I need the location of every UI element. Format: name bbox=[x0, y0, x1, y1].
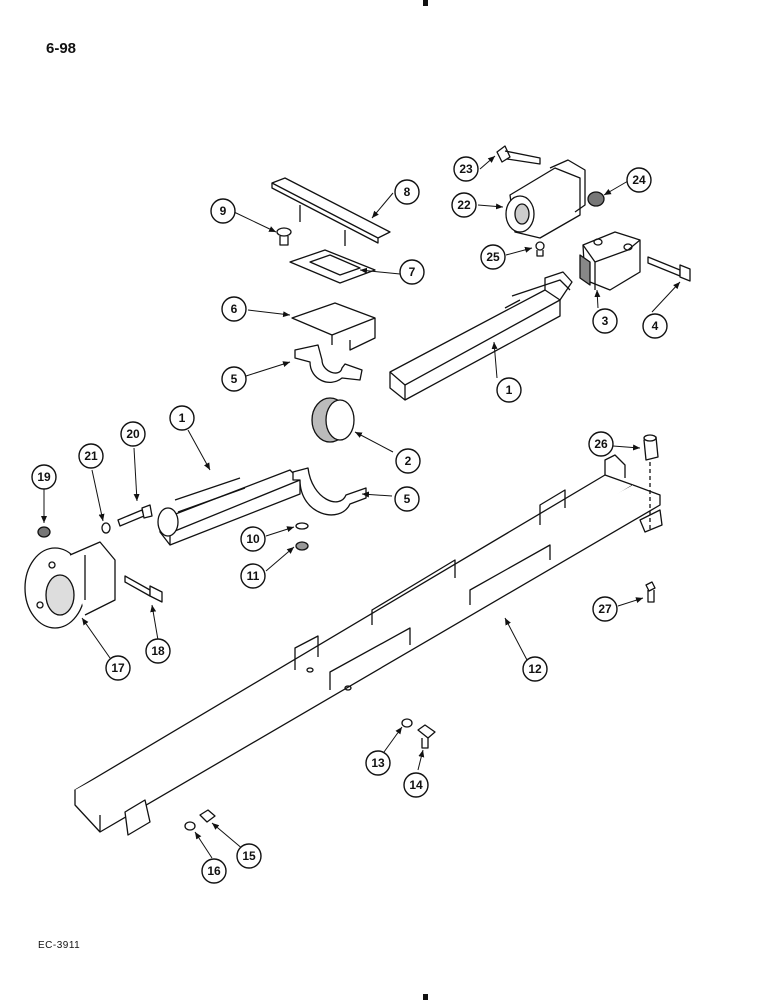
callout-25: 25 bbox=[480, 244, 506, 270]
svg-text:5: 5 bbox=[404, 492, 411, 506]
callout-27: 27 bbox=[592, 596, 618, 622]
bushing bbox=[311, 397, 355, 443]
callout-1a: 1 bbox=[496, 377, 522, 403]
svg-text:18: 18 bbox=[151, 644, 165, 658]
bolt-4 bbox=[647, 256, 691, 282]
callout-23: 23 bbox=[453, 156, 479, 182]
callout-8: 8 bbox=[394, 179, 420, 205]
svg-text:6: 6 bbox=[231, 302, 238, 316]
figure-code: EC-3911 bbox=[38, 940, 81, 951]
callout-26: 26 bbox=[588, 431, 614, 457]
callout-9: 9 bbox=[210, 198, 236, 224]
svg-text:19: 19 bbox=[37, 470, 51, 484]
svg-text:3: 3 bbox=[602, 314, 609, 328]
callout-24: 24 bbox=[626, 167, 652, 193]
nut-24 bbox=[587, 191, 605, 207]
top-plate bbox=[271, 177, 391, 246]
callout-21: 21 bbox=[78, 443, 104, 469]
channel-trough bbox=[74, 454, 663, 836]
svg-text:1: 1 bbox=[179, 411, 186, 425]
svg-text:24: 24 bbox=[632, 173, 646, 187]
bolt-20 bbox=[117, 504, 153, 527]
callout-5a: 5 bbox=[221, 366, 247, 392]
svg-text:12: 12 bbox=[528, 662, 542, 676]
svg-text:20: 20 bbox=[126, 427, 140, 441]
top-edge-mark bbox=[423, 0, 428, 6]
bolt-27 bbox=[645, 581, 656, 603]
u-strap-lower bbox=[292, 467, 367, 516]
svg-text:5: 5 bbox=[231, 372, 238, 386]
clamp-block bbox=[579, 231, 641, 291]
svg-text:11: 11 bbox=[247, 569, 260, 583]
svg-text:7: 7 bbox=[409, 265, 416, 279]
callout-4: 4 bbox=[642, 313, 668, 339]
svg-text:26: 26 bbox=[594, 437, 608, 451]
callout-1b: 1 bbox=[169, 405, 195, 431]
callout-18: 18 bbox=[145, 638, 171, 664]
bolt-18 bbox=[124, 575, 163, 603]
svg-text:10: 10 bbox=[246, 532, 260, 546]
callout-17: 17 bbox=[105, 655, 131, 681]
shaft-lower bbox=[157, 469, 301, 546]
callout-19: 19 bbox=[31, 464, 57, 490]
bottom-edge-mark bbox=[423, 994, 428, 1000]
svg-text:8: 8 bbox=[404, 185, 411, 199]
yoke-22 bbox=[505, 159, 586, 239]
callout-15: 15 bbox=[236, 843, 262, 869]
svg-text:9: 9 bbox=[220, 204, 227, 218]
svg-text:16: 16 bbox=[207, 864, 221, 878]
leader-lines bbox=[41, 155, 681, 859]
bolt-15 bbox=[199, 809, 216, 823]
callout-3: 3 bbox=[592, 308, 618, 334]
callout-14: 14 bbox=[403, 772, 429, 798]
page-number: 6-98 bbox=[46, 40, 77, 57]
grease-fitting-25 bbox=[535, 241, 545, 257]
u-bracket-upper bbox=[294, 344, 363, 383]
spacer-26 bbox=[643, 434, 659, 461]
svg-text:14: 14 bbox=[409, 778, 423, 792]
flange-yoke bbox=[24, 541, 116, 629]
svg-text:2: 2 bbox=[405, 454, 412, 468]
washer-16 bbox=[184, 821, 196, 831]
callout-5b: 5 bbox=[394, 486, 420, 512]
svg-text:13: 13 bbox=[371, 756, 385, 770]
callout-20: 20 bbox=[120, 421, 146, 447]
svg-text:27: 27 bbox=[598, 602, 612, 616]
svg-text:4: 4 bbox=[652, 319, 659, 333]
svg-text:1: 1 bbox=[506, 383, 513, 397]
callout-22: 22 bbox=[451, 192, 477, 218]
washer-13 bbox=[401, 718, 413, 728]
svg-text:17: 17 bbox=[111, 661, 125, 675]
callout-11: 11 bbox=[240, 563, 266, 589]
svg-text:23: 23 bbox=[459, 162, 473, 176]
callouts: 1 1 2 3 4 5 5 6 7 8 9 10 11 12 13 14 15 … bbox=[31, 156, 668, 884]
mounting-bracket bbox=[291, 302, 376, 351]
washer-10 bbox=[295, 522, 309, 530]
bolt-23 bbox=[496, 145, 541, 165]
plate bbox=[289, 249, 376, 284]
callout-6: 6 bbox=[221, 296, 247, 322]
callout-12: 12 bbox=[522, 656, 548, 682]
callout-10: 10 bbox=[240, 526, 266, 552]
svg-text:22: 22 bbox=[457, 198, 471, 212]
svg-text:15: 15 bbox=[242, 849, 256, 863]
callout-16: 16 bbox=[201, 858, 227, 884]
nut-19 bbox=[37, 526, 51, 538]
callout-7: 7 bbox=[399, 259, 425, 285]
lockwasher-21 bbox=[101, 522, 111, 534]
nut-11 bbox=[295, 541, 309, 551]
callout-13: 13 bbox=[365, 750, 391, 776]
screw-9 bbox=[276, 227, 292, 246]
svg-text:25: 25 bbox=[486, 250, 500, 264]
callout-2: 2 bbox=[395, 448, 421, 474]
bolt-14 bbox=[417, 724, 436, 749]
svg-text:21: 21 bbox=[84, 449, 98, 463]
shaft-upper bbox=[389, 271, 573, 401]
